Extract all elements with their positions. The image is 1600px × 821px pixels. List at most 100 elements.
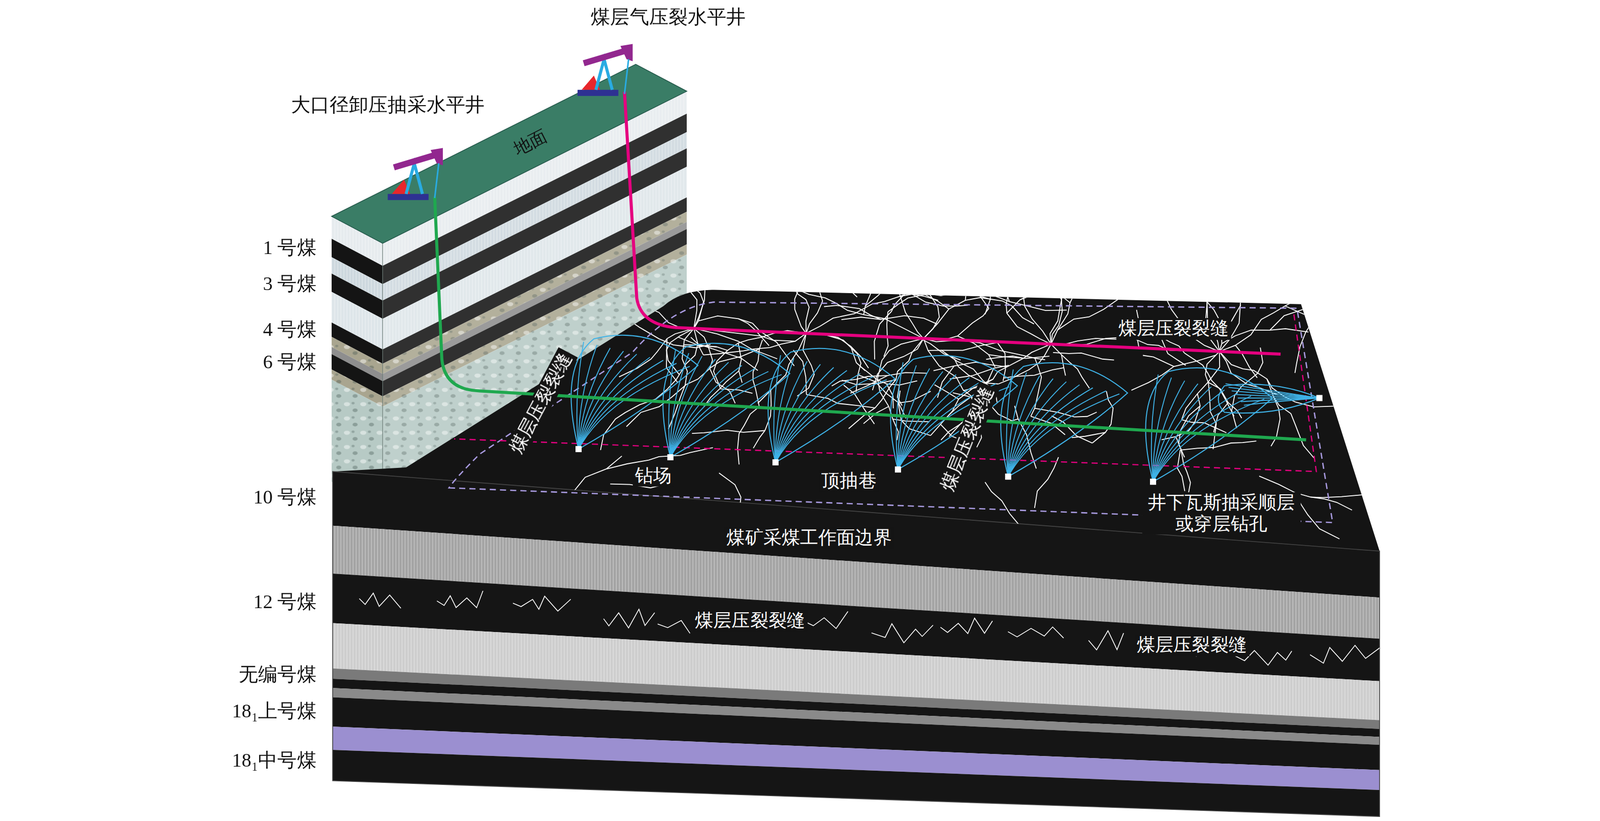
pump-rod bbox=[434, 163, 439, 198]
fracture-line bbox=[603, 609, 655, 628]
fracture-line bbox=[1069, 210, 1090, 263]
fracture-label: 煤层压裂裂缝 bbox=[504, 347, 578, 459]
drill-site bbox=[667, 454, 674, 461]
fracture-line bbox=[655, 328, 698, 399]
fracture-line bbox=[1054, 251, 1082, 269]
fracture-line bbox=[780, 285, 924, 339]
borehole-line bbox=[1008, 387, 1094, 477]
fracture-line bbox=[1241, 288, 1315, 306]
fracture-line bbox=[871, 623, 934, 643]
fracture-line bbox=[949, 365, 1009, 379]
fracture-line bbox=[1009, 262, 1059, 278]
fracture-line bbox=[923, 308, 989, 339]
borehole-line bbox=[1008, 393, 1120, 477]
borehole-line bbox=[1153, 395, 1252, 482]
fracture-line bbox=[1140, 274, 1220, 352]
borehole-line bbox=[578, 360, 664, 450]
fracture-line bbox=[1092, 391, 1113, 443]
fracture-line bbox=[1219, 281, 1242, 352]
seam-label: 18₁中号煤 bbox=[230, 749, 319, 772]
fracture-label: 煤层压裂裂缝 bbox=[692, 610, 808, 632]
fracture-line bbox=[933, 362, 1008, 371]
seam-label: 无编号煤 bbox=[236, 663, 319, 686]
fracture-line bbox=[786, 246, 810, 334]
fracture-line bbox=[737, 406, 760, 465]
borehole-line bbox=[1231, 390, 1320, 398]
fan-outline bbox=[768, 348, 895, 463]
block-edge bbox=[382, 243, 383, 480]
pump-head bbox=[620, 43, 633, 61]
fracture-line bbox=[940, 618, 993, 634]
fracturing-well bbox=[624, 91, 1281, 355]
fracture-line bbox=[895, 291, 949, 309]
pump-jack bbox=[577, 43, 633, 96]
fracture-line bbox=[743, 260, 799, 291]
fracture-line bbox=[1295, 492, 1340, 539]
fracture-line bbox=[650, 283, 689, 303]
seam-label: 10 号煤 bbox=[251, 485, 319, 508]
fracture-line bbox=[1327, 257, 1368, 271]
fracture-line bbox=[600, 399, 656, 451]
fracture-line bbox=[1050, 343, 1090, 389]
borehole-line bbox=[670, 371, 769, 458]
fracture-line bbox=[1180, 440, 1257, 451]
borehole-line bbox=[1243, 397, 1320, 405]
fracture-line bbox=[1310, 494, 1365, 498]
fracture-line bbox=[786, 252, 840, 264]
fracture-line bbox=[793, 349, 807, 395]
fracture-line bbox=[570, 296, 606, 306]
fracture-line bbox=[823, 305, 881, 320]
fracture-line bbox=[1290, 413, 1315, 459]
fracture-line bbox=[1016, 234, 1037, 267]
block-edge bbox=[332, 471, 1380, 817]
fracture-line bbox=[713, 221, 761, 250]
surface-label: 地面 bbox=[508, 124, 553, 161]
boundary-label: 煤矿采煤工作面边界 bbox=[724, 527, 894, 549]
fracture-line bbox=[968, 263, 1010, 302]
borehole-line bbox=[1153, 392, 1238, 482]
seam-label: 18₁上号煤 bbox=[230, 699, 319, 723]
fan-outline bbox=[1000, 362, 1128, 477]
fracture-line bbox=[1034, 247, 1044, 275]
fracture-line bbox=[992, 216, 1007, 265]
fracture-label: 煤层压裂裂缝 bbox=[1134, 634, 1250, 656]
lower-strata bbox=[332, 471, 1380, 817]
fan-outline bbox=[570, 335, 698, 450]
fracture-line bbox=[761, 213, 777, 281]
fracture-line bbox=[1057, 267, 1088, 330]
fracture-line bbox=[863, 286, 874, 315]
fracture-line bbox=[889, 254, 924, 339]
fracture-line bbox=[788, 256, 807, 334]
fracture-line bbox=[693, 208, 724, 329]
borehole-line bbox=[1008, 390, 1107, 477]
fracture-line bbox=[1309, 645, 1380, 663]
borehole-line bbox=[775, 376, 874, 463]
fracture-line bbox=[1051, 244, 1114, 250]
pump-beam bbox=[583, 50, 625, 63]
borehole-line bbox=[578, 363, 677, 450]
fracture-line bbox=[760, 335, 796, 341]
fracture-line bbox=[937, 365, 955, 398]
fracture-line bbox=[1219, 351, 1279, 396]
fracture-line bbox=[965, 258, 972, 301]
fracture-line bbox=[963, 343, 1051, 391]
fracture-line bbox=[513, 596, 571, 612]
borehole-line bbox=[1234, 394, 1320, 398]
borehole-line bbox=[670, 374, 782, 458]
coal12-fractures bbox=[359, 590, 1380, 665]
borehole-fans bbox=[570, 335, 1320, 483]
fracture-line bbox=[916, 266, 940, 339]
borehole-label: 井下瓦斯抽采顺层 或穿层钻孔 bbox=[1142, 492, 1301, 535]
pump-tower bbox=[595, 59, 613, 90]
fracture-line bbox=[965, 253, 1041, 280]
fracture-line bbox=[1019, 244, 1062, 300]
fracture-line bbox=[554, 508, 563, 565]
fracture-line bbox=[928, 341, 1002, 351]
fracture-line bbox=[986, 356, 1024, 360]
borehole-line bbox=[1153, 398, 1265, 482]
seam-label: 3 号煤 bbox=[261, 272, 319, 296]
well-label: 大口径卸压抽采水平井 bbox=[289, 93, 488, 117]
fracture-line bbox=[997, 341, 1006, 381]
